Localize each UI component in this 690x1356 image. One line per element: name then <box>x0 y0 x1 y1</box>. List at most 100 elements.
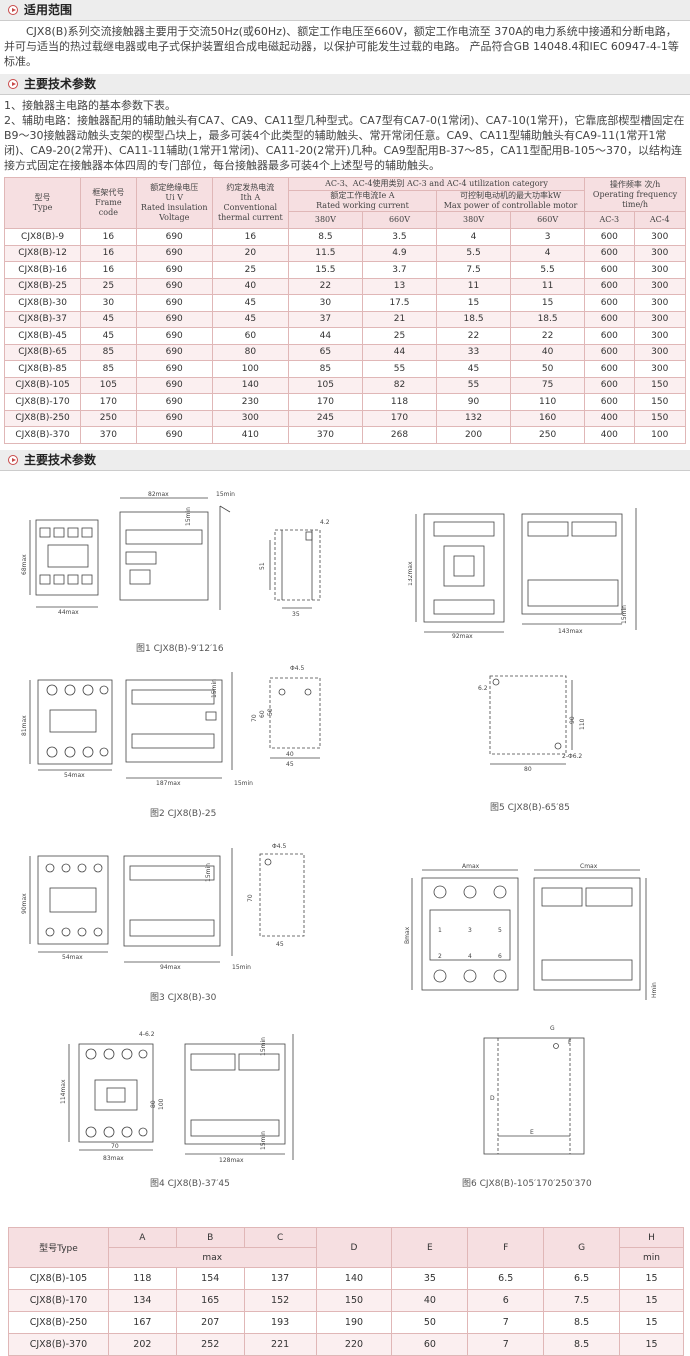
table-cell: 50 <box>510 360 586 378</box>
table-cell: 40 <box>510 343 586 361</box>
dim-label: 54max <box>62 954 83 961</box>
table-cell: 300 <box>633 360 686 378</box>
header-utilization-category: AC-3、AC-4使用类别 AC-3 and AC-4 utilization … <box>287 177 586 191</box>
table-cell: 7.5 <box>543 1289 621 1312</box>
header-a: A <box>107 1227 177 1248</box>
header-ac3: AC-3 <box>584 211 635 229</box>
table-cell: 13 <box>361 277 438 295</box>
table-cell: CJX8(B)-105 <box>3 376 82 394</box>
dim-label: 90 <box>569 716 576 724</box>
table-cell: 25 <box>361 327 438 345</box>
dim-label: 15min <box>211 679 218 698</box>
table-cell: 15 <box>619 1289 684 1312</box>
dim-label: G <box>550 1025 555 1032</box>
table-cell: 25 <box>211 261 289 279</box>
dim-label: F <box>568 1039 572 1046</box>
table-cell: 170 <box>80 393 137 411</box>
table-cell: 300 <box>633 343 686 361</box>
figure-5b-drawing: 6.2 90 110 80 2-Φ6.2 <box>478 675 586 773</box>
table-cell: 60 <box>391 1333 469 1356</box>
table-cell: 105 <box>287 376 363 394</box>
dim-label: 51 <box>259 562 266 570</box>
table-cell: 600 <box>584 277 635 295</box>
table-cell: 118 <box>361 393 438 411</box>
figure-2-caption: 图2 CJX8(B)-25 <box>150 809 217 819</box>
dim-label: 40 <box>286 751 294 758</box>
header-g: G <box>543 1227 621 1268</box>
table-cell: 250 <box>510 426 586 444</box>
table-cell: 20 <box>211 244 289 262</box>
table-cell: 202 <box>107 1333 177 1356</box>
dim-label: 81max <box>21 715 28 736</box>
figure-6a-drawing: 1 3 5 2 4 6 Amax Bmax Cmax Hmin <box>404 863 658 1000</box>
table-cell: CJX8(B)-170 <box>8 1289 109 1312</box>
table-cell: 118 <box>107 1267 177 1290</box>
dim-label: Φ4.5 <box>272 843 286 850</box>
table-cell: 690 <box>135 327 213 345</box>
table-cell: 300 <box>633 228 686 246</box>
table-cell: 4 <box>435 228 512 246</box>
section-title: 主要技术参数 <box>24 77 97 91</box>
intro-paragraph: CJX8(B)系列交流接触器主要用于交流50Hz(或60Hz)、额定工作电压至6… <box>4 25 679 68</box>
table-cell: 65 <box>287 343 363 361</box>
dim-label: 68max <box>21 554 28 575</box>
dim-label: 6.2 <box>478 685 488 692</box>
table-cell: 22 <box>435 327 512 345</box>
table-cell: 190 <box>315 1311 393 1334</box>
table-cell: 100 <box>633 426 686 444</box>
table-cell: 100 <box>211 360 289 378</box>
dimensions-table: 型号Type A B C D E F G H max min CJX8(B)-1… <box>8 1227 684 1356</box>
dim-label: 15min <box>185 507 192 526</box>
bullet-arrow-icon <box>8 79 18 89</box>
table-cell: 600 <box>584 294 635 312</box>
table-cell: 134 <box>107 1289 177 1312</box>
dim-label: 15min <box>205 863 212 882</box>
table-cell: 690 <box>135 294 213 312</box>
table-cell: 11.5 <box>287 244 363 262</box>
table-cell: 690 <box>135 277 213 295</box>
table-cell: 15.5 <box>287 261 363 279</box>
table-cell: CJX8(B)-65 <box>3 343 82 361</box>
header-380v: 380V <box>287 211 363 229</box>
table-cell: 17.5 <box>361 294 438 312</box>
table-cell: 250 <box>80 409 137 427</box>
table-cell: 370 <box>80 426 137 444</box>
dim-label: 15min <box>216 491 235 498</box>
table-cell: 690 <box>135 343 213 361</box>
table-cell: 5.5 <box>435 244 512 262</box>
table-cell: 11 <box>510 277 586 295</box>
dim-label: 70 <box>247 894 254 902</box>
table-cell: 690 <box>135 409 213 427</box>
table-cell: 60 <box>211 327 289 345</box>
terminal-label: 2 <box>438 953 442 960</box>
table-cell: 600 <box>584 261 635 279</box>
header-d: D <box>315 1227 393 1268</box>
terminal-label: 6 <box>498 953 502 960</box>
figure-1-drawing: 68max 44max 82max 15min 15min 4.2 51 35 <box>21 491 330 618</box>
table-cell: CJX8(B)-9 <box>3 228 82 246</box>
table-cell: CJX8(B)-12 <box>3 244 82 262</box>
table-cell: 45 <box>435 360 512 378</box>
header-model: 型号Type <box>8 1227 109 1268</box>
table-cell: 4 <box>510 244 586 262</box>
table-cell: 300 <box>211 409 289 427</box>
table-cell: 30 <box>80 294 137 312</box>
table-cell: 16 <box>211 228 289 246</box>
table-cell: 15 <box>435 294 512 312</box>
table-cell: 160 <box>510 409 586 427</box>
bullet-arrow-icon <box>8 5 18 15</box>
table-cell: 22 <box>510 327 586 345</box>
figure-4-caption: 图4 CJX8(B)-37′45 <box>150 1179 230 1189</box>
dim-label: 15min <box>234 780 253 787</box>
table-cell: 44 <box>361 343 438 361</box>
